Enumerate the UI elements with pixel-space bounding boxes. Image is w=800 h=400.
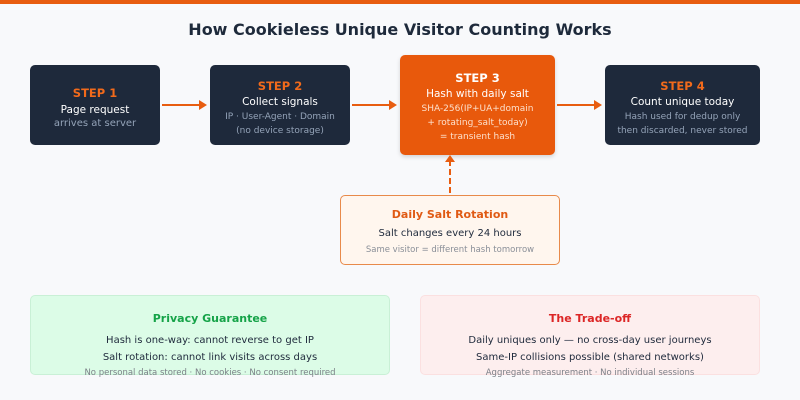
flow-arrow-2-to-3	[352, 100, 397, 110]
step-2-detail-line: IP · User-Agent · Domain	[225, 112, 335, 122]
step-2-box: STEP 2 Collect signals IP · User-Agent ·…	[210, 65, 350, 145]
privacy-sub: No personal data stored · No cookies · N…	[84, 368, 336, 378]
step-3-box: STEP 3 Hash with daily salt SHA-256(IP+U…	[400, 55, 555, 155]
step-3-title: Hash with daily salt	[426, 88, 529, 100]
salt-main-text: Salt changes every 24 hours	[378, 228, 522, 239]
privacy-line: Salt rotation: cannot link visits across…	[102, 352, 318, 363]
step-4-label: STEP 4	[660, 79, 705, 93]
step-1-label: STEP 1	[72, 86, 118, 100]
step-3-detail-line: SHA-256(IP+UA+domain	[421, 104, 534, 114]
salt-sub-text: Same visitor = different hash tomorrow	[365, 245, 535, 255]
privacy-line: Hash is one-way: cannot reverse to get I…	[106, 335, 314, 346]
flow-arrow-1-to-2	[162, 100, 207, 110]
step-3-detail-line: + rotating_salt_today)	[427, 118, 528, 128]
step-2-detail-line: (no device storage)	[236, 126, 324, 136]
salt-rotation-box: Daily Salt Rotation Salt changes every 2…	[340, 195, 560, 265]
salt-connector-line	[449, 160, 451, 193]
privacy-guarantee-panel: Privacy Guarantee Hash is one-way: canno…	[30, 295, 390, 378]
step-4-box: STEP 4 Count unique today Hash used for …	[605, 65, 760, 145]
step-1-detail: arrives at server	[53, 118, 137, 129]
diagram-title: How Cookieless Unique Visitor Counting W…	[188, 20, 612, 39]
step-4-detail-line: then discarded, never stored	[617, 126, 748, 136]
step-3-label: STEP 3	[455, 71, 500, 85]
tradeoff-panel: The Trade-off Daily uniques only — no cr…	[420, 295, 760, 378]
tradeoff-line: Daily uniques only — no cross-day user j…	[468, 335, 712, 346]
salt-connector-arrowhead	[445, 155, 455, 162]
salt-heading: Daily Salt Rotation	[391, 208, 509, 221]
privacy-heading: Privacy Guarantee	[152, 312, 268, 325]
step-1-title: Page request	[60, 104, 130, 116]
top-accent-bar	[0, 0, 800, 4]
step-2-title: Collect signals	[242, 96, 318, 108]
tradeoff-line: Same-IP collisions possible (shared netw…	[476, 352, 704, 363]
step-1-box: STEP 1 Page request arrives at server	[30, 65, 160, 145]
step-2-label: STEP 2	[257, 79, 303, 93]
tradeoff-sub: Aggregate measurement · No individual se…	[485, 368, 695, 378]
flow-arrow-3-to-4	[557, 100, 602, 110]
step-4-detail-line: Hash used for dedup only	[624, 112, 741, 122]
step-3-detail-line: = transient hash	[439, 132, 516, 142]
tradeoff-heading: The Trade-off	[548, 312, 632, 325]
step-4-title: Count unique today	[630, 96, 735, 108]
